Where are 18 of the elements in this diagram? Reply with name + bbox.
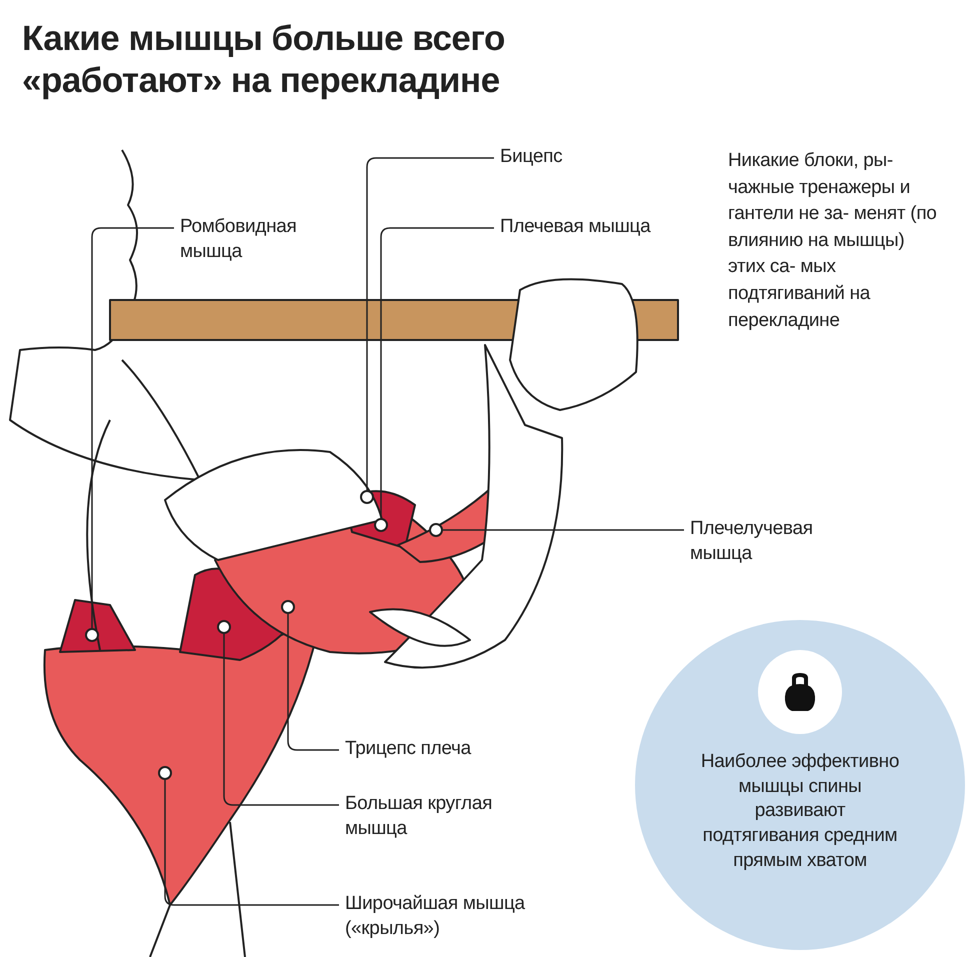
leader-line	[223, 634, 339, 806]
muscle-label: Широчайшая мышца («крылья»)	[345, 892, 555, 942]
leader-line	[287, 614, 339, 751]
leader-line	[91, 227, 174, 628]
muscle-label: Плечевая мышца	[500, 215, 700, 240]
callout-text: Наиболее эффективно мышцы спины развивают подтягивания средним прямым хватом	[700, 750, 900, 873]
marker-dot	[429, 523, 443, 537]
title: Какие мышцы больше всего «работают» на перекладине	[22, 18, 506, 102]
muscle-label: Бицепс	[500, 145, 620, 170]
muscle-label: Трицепс плеча	[345, 737, 525, 762]
muscle-label: Плечелучевая мышца	[690, 517, 840, 566]
leader-line	[443, 529, 684, 531]
note-text: Никакие блоки, ры- чажные тренажеры и гантели не за- менят (по влиянию на мышцы) этих са- мых подтягиваний на перекладине	[728, 149, 938, 333]
muscle-label: Большая круглая мышца	[345, 792, 545, 842]
leader-line	[164, 780, 339, 906]
leader-line	[380, 227, 494, 518]
muscle-label: Ромбовидная мышца	[180, 215, 340, 264]
leader-line	[366, 157, 494, 490]
